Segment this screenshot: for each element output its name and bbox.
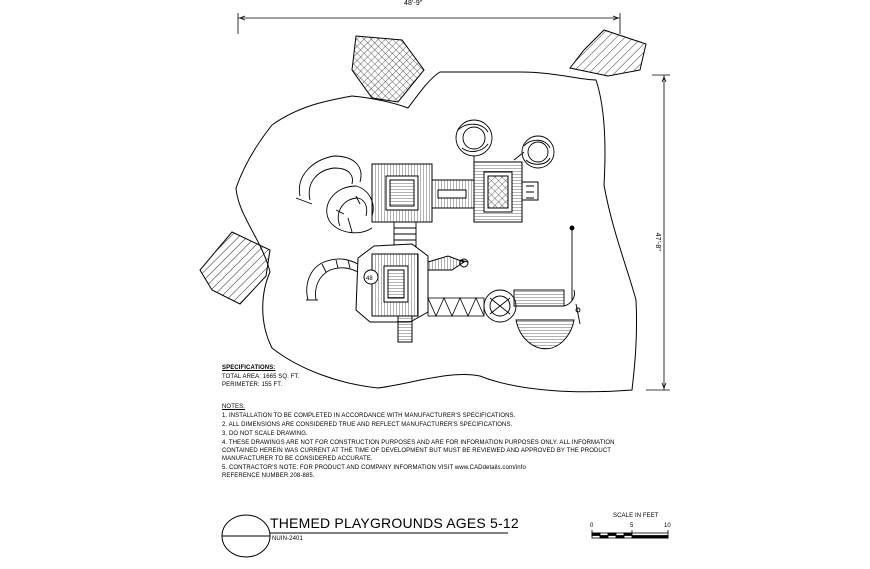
- scale-tick-label: 10: [664, 523, 671, 529]
- drawing-title: THEMED PLAYGROUNDS AGES 5-12: [270, 515, 519, 531]
- depth-dimension: 47'-8": [654, 232, 662, 252]
- structure-label: 48: [366, 276, 373, 282]
- hatched-pads: [199, 29, 647, 305]
- note-line: 4. THESE DRAWINGS ARE NOT FOR CONSTRUCTI…: [222, 440, 615, 446]
- note-line: MANUFACTURER TO BE CONSIDERED ACCURATE.: [222, 456, 373, 462]
- perimeter: PERIMETER: 155 FT.: [222, 382, 283, 388]
- note-line: CONTAINED HEREIN WAS CURRENT AT THE TIME…: [222, 448, 612, 454]
- themed-boat: [483, 225, 581, 350]
- lower-deck: [355, 243, 469, 343]
- title-bubble: [221, 514, 508, 558]
- note-line: 1. INSTALLATION TO BE COMPLETED IN ACCOR…: [222, 413, 516, 419]
- width-dimension: 48'-9": [404, 0, 423, 7]
- notes-heading: NOTES:: [222, 404, 245, 410]
- note-line: 2. ALL DIMENSIONS ARE CONSIDERED TRUE AN…: [222, 422, 513, 428]
- clatter-bridge: [427, 297, 485, 317]
- scale-bar: [591, 530, 669, 539]
- surfacing-boundary: [235, 71, 638, 393]
- drawing-code: NUIN-2401: [272, 536, 303, 542]
- total-area: TOTAL AREA: 1665 SQ. FT.: [222, 374, 300, 380]
- scale-tick-label: 5: [630, 523, 634, 529]
- scale-label: SCALE IN FEET: [613, 513, 659, 519]
- note-line: 3. DO NOT SCALE DRAWING.: [222, 431, 308, 437]
- note-line: REFERENCE NUMBER 208-885.: [222, 473, 315, 479]
- upper-deck: [371, 161, 539, 223]
- spiral-slide-left: [295, 155, 374, 234]
- dimension-lines: [237, 13, 670, 391]
- specifications-heading: SPECIFICATIONS:: [222, 365, 276, 371]
- wavy-slide: [306, 258, 359, 301]
- scale-tick-label: 0: [590, 523, 594, 529]
- spiral-slide-right: [455, 119, 555, 169]
- note-line: 5. CONTRACTOR'S NOTE: FOR PRODUCT AND CO…: [222, 465, 526, 471]
